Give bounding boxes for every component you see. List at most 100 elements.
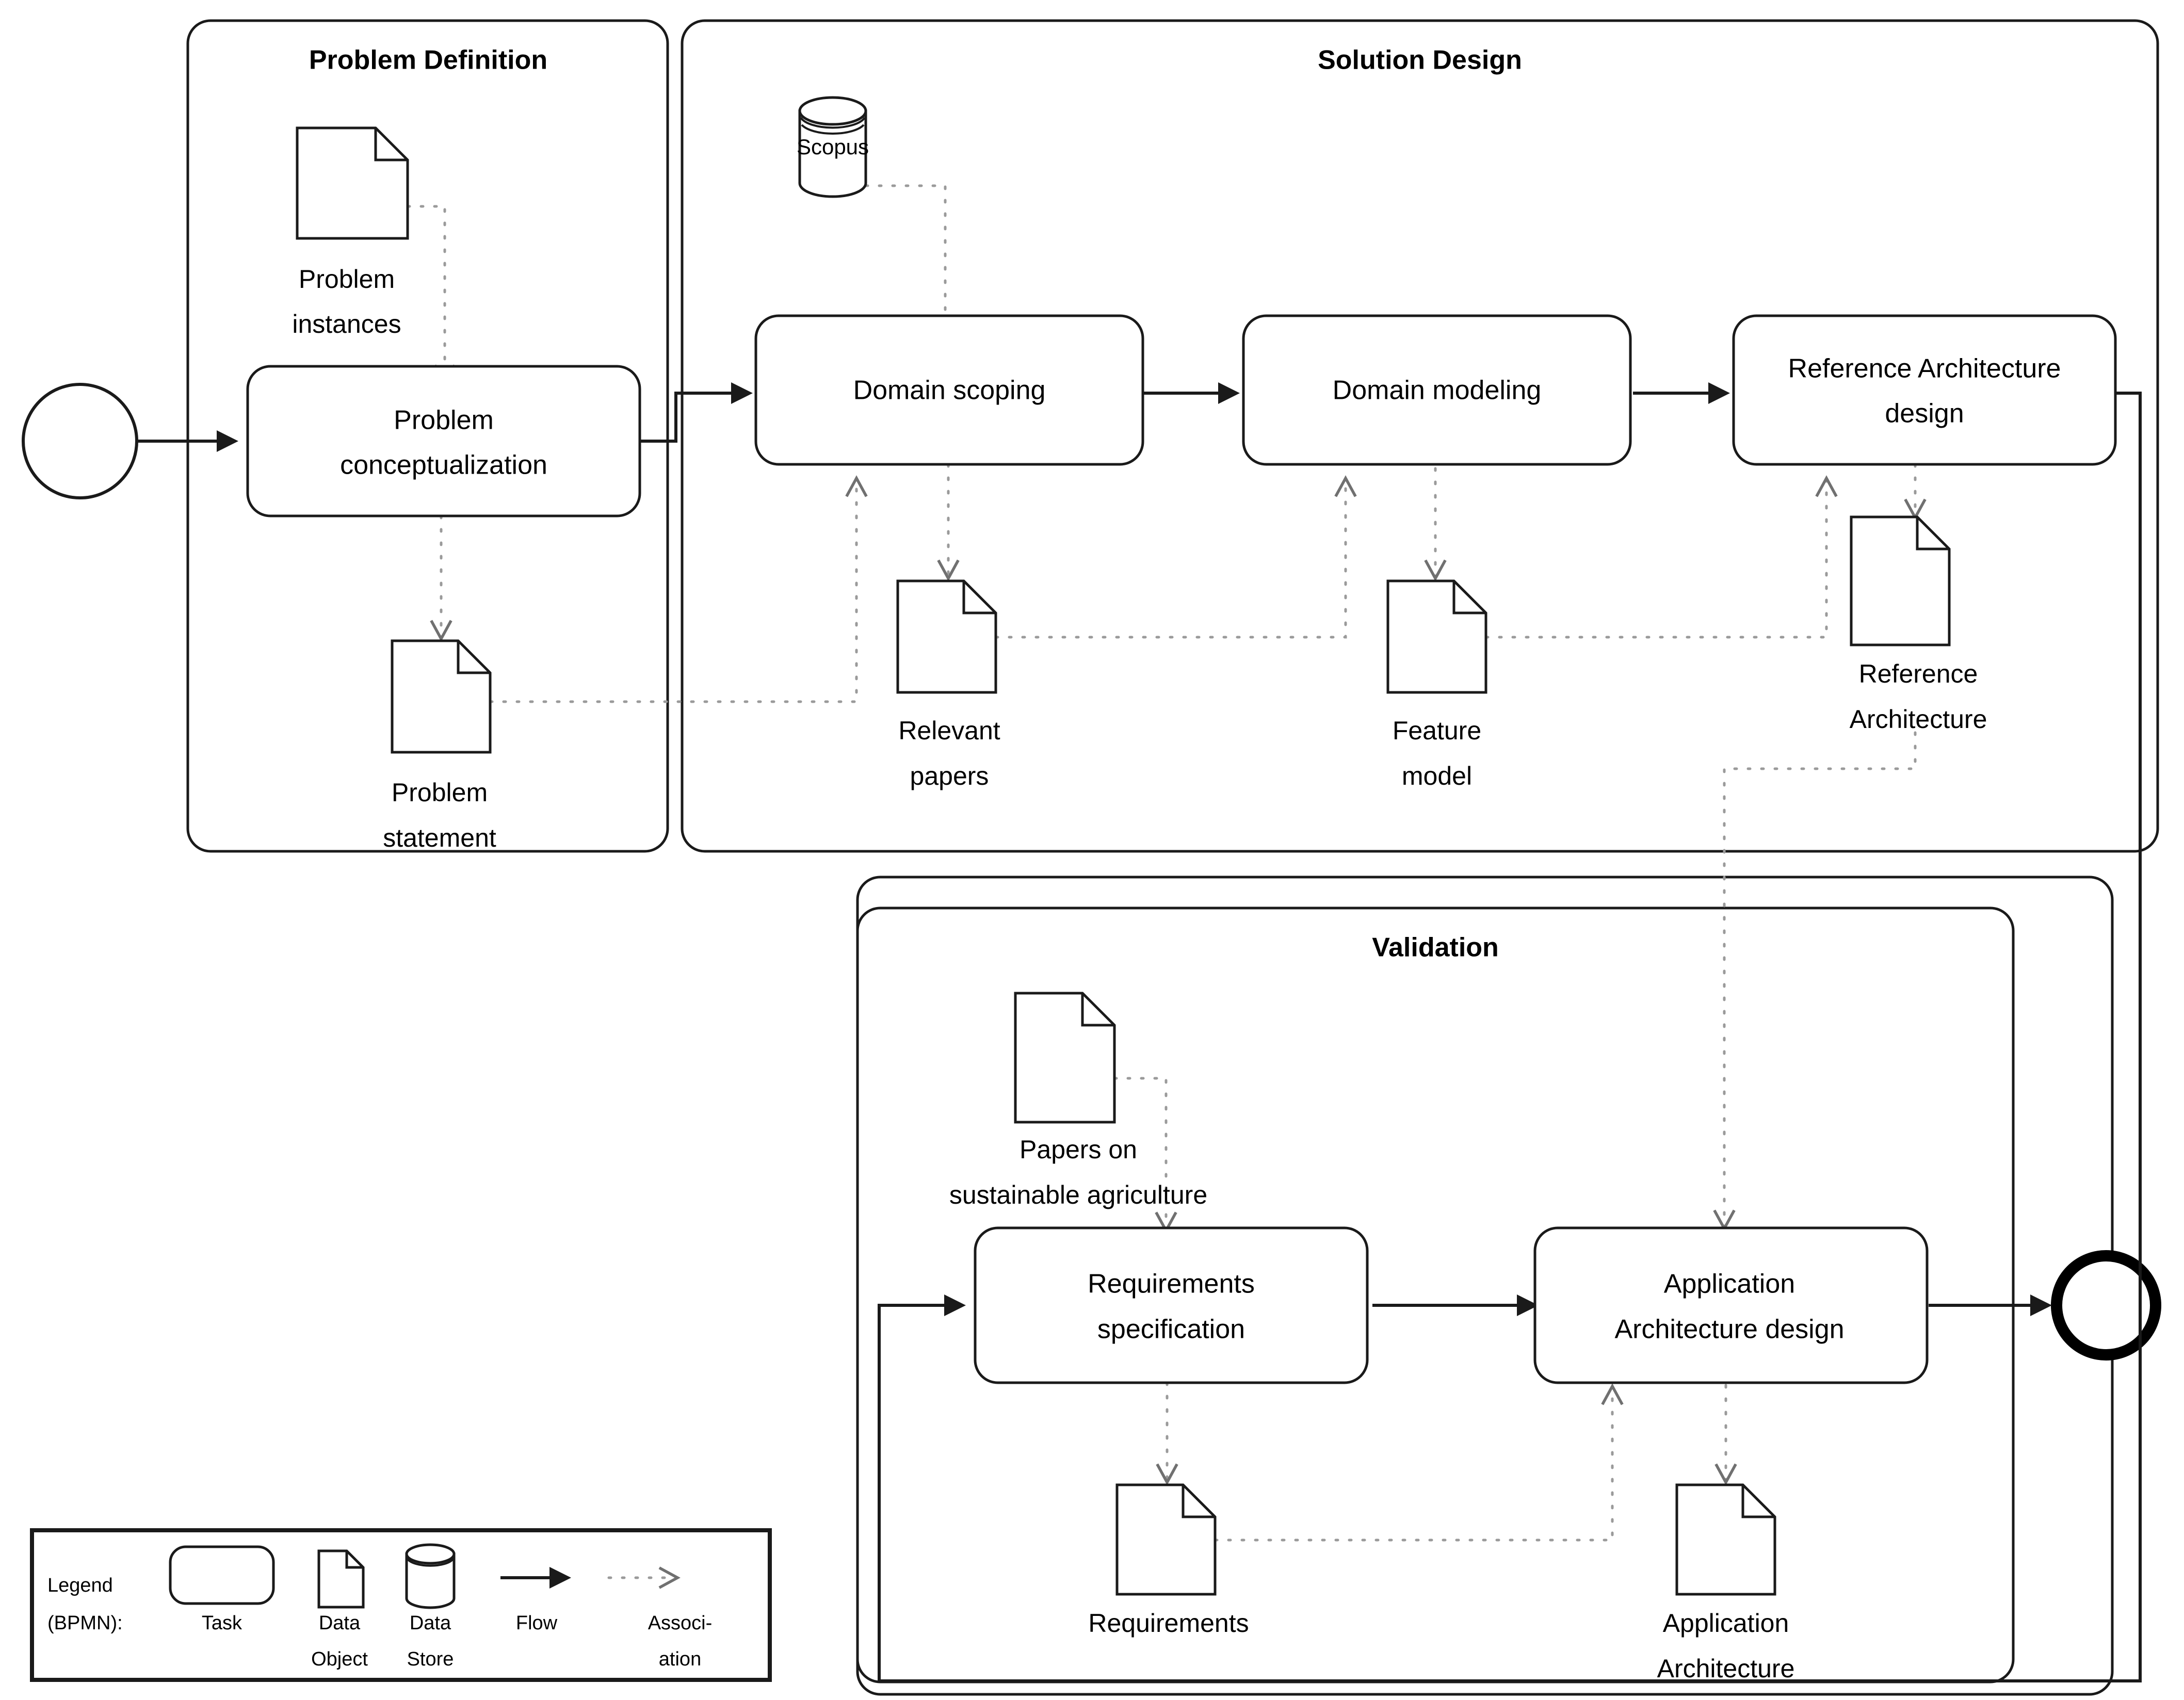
- legend: Legend (BPMN): Task Data Object Data Sto…: [30, 1528, 772, 1682]
- legend-data-object-fold: [345, 1551, 363, 1569]
- scopus-cylinder-line1: [800, 117, 866, 129]
- pool-problem-definition[interactable]: Problem Definition: [186, 19, 669, 853]
- application-architecture-line1: Application: [1663, 1609, 1789, 1638]
- task-domain-scoping-line1: Domain scoping: [853, 376, 1046, 406]
- data-object-relevant-papers[interactable]: Relevant papers: [896, 579, 1000, 790]
- task-reference-architecture-design-box: [1732, 314, 2117, 466]
- feature-model-line1: Feature: [1393, 716, 1481, 745]
- task-reference-architecture-design-line1: Reference Architecture: [1788, 354, 2061, 384]
- reference-architecture-doc-shape: [1850, 515, 1951, 646]
- problem-statement-line2: statement: [383, 823, 496, 852]
- papers-sustainable-agriculture-doc-shape: [1014, 992, 1116, 1124]
- pool-solution-design-label: Solution Design: [1318, 45, 1522, 75]
- problem-instances-doc-shape: [296, 126, 409, 240]
- scopus-label: Scopus: [797, 135, 869, 159]
- legend-data-object-shape: [317, 1549, 365, 1609]
- legend-association-line2: ation: [659, 1648, 701, 1670]
- papers-sustainable-agriculture-doc-fold: [1081, 993, 1114, 1027]
- reference-architecture-doc-fold: [1916, 517, 1949, 551]
- papers-sustainable-agriculture-line1: Papers on: [1020, 1135, 1137, 1164]
- legend-item-data-store: Data Store: [405, 1543, 456, 1670]
- legend-task-shape: [169, 1545, 275, 1605]
- legend-task-label: Task: [202, 1612, 242, 1634]
- problem-statement-doc-fold: [457, 641, 490, 674]
- pool-solution-design[interactable]: Solution Design: [681, 19, 2159, 853]
- problem-statement-line1: Problem: [392, 778, 488, 807]
- feature-model-doc-shape: [1386, 579, 1487, 694]
- legend-data-store-body: [405, 1552, 456, 1609]
- task-application-architecture-design-line2: Architecture design: [1614, 1315, 1844, 1345]
- relevant-papers-line2: papers: [910, 762, 989, 790]
- data-object-feature-model[interactable]: Feature model: [1386, 579, 1487, 790]
- problem-instances-line1: Problem: [299, 265, 395, 294]
- pool-validation-outer: [856, 876, 2114, 1696]
- task-problem-conceptualization-line2: conceptualization: [340, 450, 547, 480]
- relevant-papers-line1: Relevant: [898, 716, 1000, 745]
- flow-reference-architecture-design-to-requirements-specification: [878, 392, 2142, 1682]
- data-object-application-architecture[interactable]: Application Architecture: [1657, 1483, 1795, 1683]
- relevant-papers-doc-fold: [962, 581, 996, 614]
- data-object-requirements[interactable]: Requirements: [1088, 1483, 1249, 1638]
- start-event[interactable]: [22, 383, 138, 499]
- data-store-scopus[interactable]: Scopus: [797, 96, 869, 198]
- requirements-doc-fold: [1182, 1485, 1215, 1518]
- legend-item-data-object: Data Object: [311, 1549, 368, 1670]
- task-problem-conceptualization[interactable]: Problem conceptualization: [246, 365, 641, 517]
- legend-flow-label: Flow: [516, 1612, 558, 1634]
- flow-problem-conceptualization-to-domain-scoping: [640, 382, 753, 443]
- feature-model-doc-fold: [1452, 581, 1486, 614]
- legend-data-object-line2: Object: [311, 1648, 368, 1670]
- legend-box: [30, 1528, 772, 1682]
- pool-problem-definition-label: Problem Definition: [309, 45, 547, 75]
- legend-title-line2: (BPMN):: [47, 1612, 123, 1634]
- assoc-problem-statement-to-domain-scoping: [489, 475, 868, 703]
- papers-sustainable-agriculture-line2: sustainable agriculture: [949, 1180, 1207, 1209]
- application-architecture-line2: Architecture: [1657, 1654, 1795, 1683]
- pool-validation-label: Validation: [1372, 933, 1499, 963]
- assoc-requirements-to-application-architecture-design: [1214, 1383, 1624, 1542]
- task-domain-modeling-box: [1242, 314, 1632, 466]
- pool-problem-definition-border: [186, 19, 669, 853]
- requirements-line1: Requirements: [1088, 1609, 1249, 1638]
- relevant-papers-doc-shape: [896, 579, 997, 694]
- legend-item-task: Task: [169, 1545, 275, 1634]
- task-domain-modeling[interactable]: Domain modeling: [1242, 314, 1632, 466]
- task-application-architecture-design-line1: Application: [1664, 1269, 1795, 1299]
- task-domain-modeling-line1: Domain modeling: [1333, 376, 1542, 406]
- legend-association-line1: Associ-: [648, 1612, 713, 1634]
- legend-data-store-line2: Store: [407, 1648, 454, 1670]
- application-architecture-doc-fold: [1741, 1485, 1775, 1518]
- application-architecture-doc-shape: [1675, 1483, 1776, 1596]
- legend-data-object-line1: Data: [319, 1612, 361, 1634]
- task-problem-conceptualization-box: [246, 365, 641, 517]
- data-object-papers-sustainable-agriculture[interactable]: Papers on sustainable agriculture: [949, 992, 1207, 1209]
- task-reference-architecture-design[interactable]: Reference Architecture design: [1732, 314, 2117, 466]
- legend-item-association: Associ- ation: [607, 1566, 713, 1670]
- assoc-problem-instances-to-problem-conceptualization: [406, 205, 456, 386]
- pool-solution-design-border: [681, 19, 2159, 853]
- legend-item-flow: Flow: [500, 1567, 571, 1634]
- task-domain-scoping[interactable]: Domain scoping: [754, 314, 1144, 466]
- pool-validation-outer-border: [856, 876, 2114, 1696]
- assoc-relevant-papers-to-domain-modeling: [994, 475, 1357, 639]
- task-application-architecture-design[interactable]: Application Architecture design: [1533, 1226, 1929, 1384]
- data-object-problem-instances[interactable]: Problem instances: [292, 126, 409, 338]
- task-requirements-specification-line1: Requirements: [1088, 1269, 1255, 1299]
- data-object-reference-architecture[interactable]: Reference Architecture: [1850, 515, 1987, 734]
- assoc-scopus-to-domain-scoping: [864, 184, 957, 375]
- legend-title-line1: Legend: [47, 1575, 113, 1596]
- task-domain-scoping-box: [754, 314, 1144, 466]
- data-object-problem-statement[interactable]: Problem statement: [383, 639, 496, 852]
- task-requirements-specification-line2: specification: [1097, 1315, 1245, 1345]
- end-event[interactable]: [2051, 1250, 2161, 1361]
- task-requirements-specification[interactable]: Requirements specification: [974, 1226, 1369, 1384]
- problem-instances-line2: instances: [292, 310, 401, 338]
- assoc-domain-modeling-to-feature-model: [1344, 463, 1447, 581]
- legend-data-store-line1: [407, 1558, 454, 1567]
- feature-model-line2: model: [1402, 762, 1472, 790]
- task-reference-architecture-design-line2: design: [1885, 399, 1964, 429]
- assoc-feature-model-to-reference-architecture-design: [1484, 475, 1838, 639]
- problem-instances-doc-fold: [374, 128, 408, 161]
